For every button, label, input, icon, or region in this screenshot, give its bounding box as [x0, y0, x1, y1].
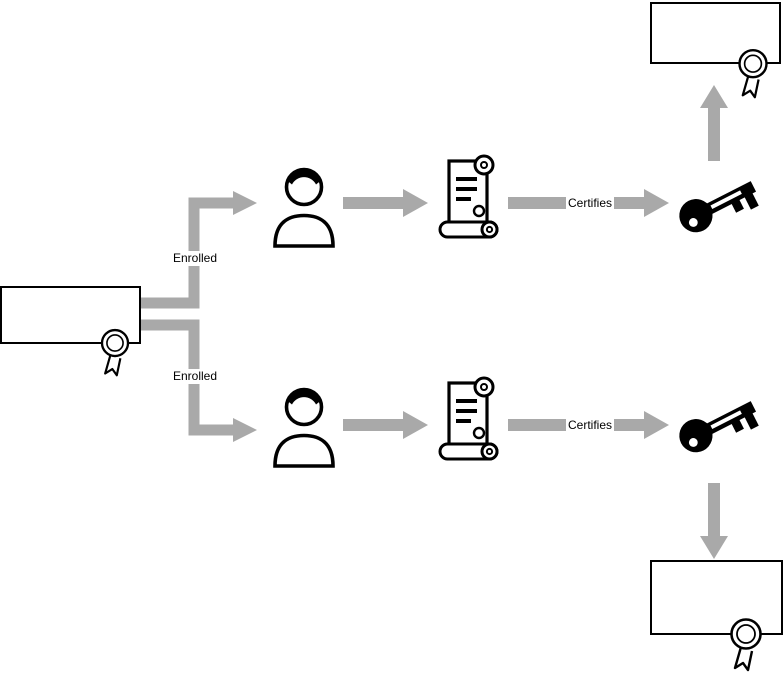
- rosette-seal-icon: [722, 615, 770, 673]
- person-icon: [269, 160, 339, 248]
- edge-label-enrolled-top: Enrolled: [171, 251, 220, 266]
- rosette-seal-icon: [730, 46, 776, 100]
- certificate-box-bottom-right: [650, 560, 783, 635]
- certificate-scroll-icon: [432, 148, 506, 244]
- edge-label-certifies-top: Certifies: [566, 196, 615, 211]
- key-icon: [671, 382, 767, 468]
- arrow-person-to-certificate-bottom: [343, 411, 428, 439]
- edge-label-certifies-bottom: Certifies: [566, 418, 615, 433]
- arrow-enrolled-top: [141, 191, 257, 309]
- edge-label-enrolled-bottom: Enrolled: [171, 369, 220, 384]
- person-icon: [269, 380, 339, 468]
- certificate-box-top-right: [650, 2, 781, 64]
- key-icon: [671, 162, 767, 248]
- arrow-person-to-certificate-top: [343, 189, 428, 217]
- rosette-seal-icon: [93, 326, 137, 378]
- arrow-key-to-certificate-top: [700, 85, 728, 161]
- certificate-scroll-icon: [432, 370, 506, 466]
- arrow-key-to-certificate-bottom: [700, 483, 728, 559]
